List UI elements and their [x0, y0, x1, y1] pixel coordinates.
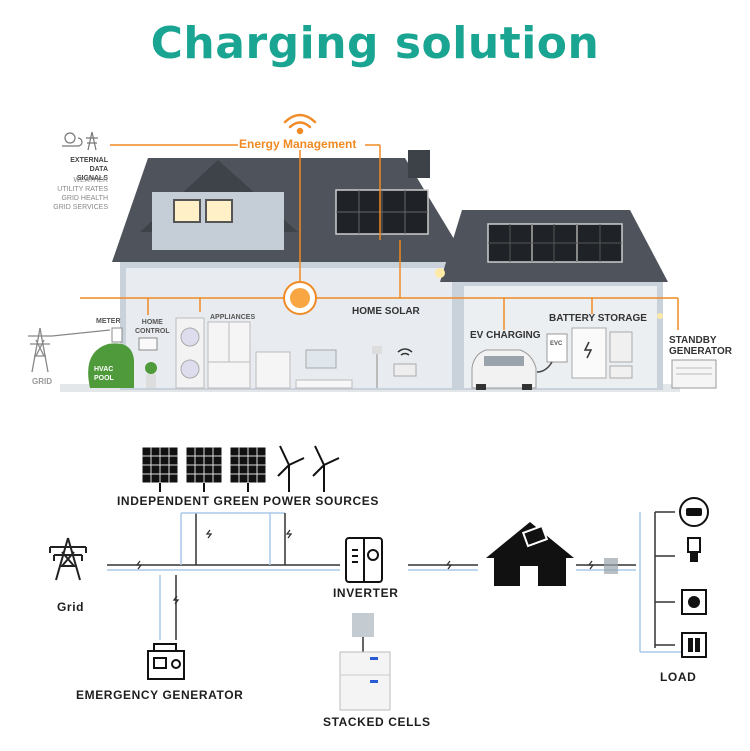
wing-light: [657, 313, 663, 319]
connector-icon: [352, 613, 374, 652]
energy-management-lines: [80, 144, 679, 330]
porch-light: [435, 268, 445, 278]
car-gauge-icon: [679, 497, 709, 527]
weather-cloud-icon: [62, 132, 83, 147]
inverter-label: INVERTER: [333, 586, 399, 600]
inverter-icon: [345, 537, 383, 583]
grid-tower-icon: [28, 327, 111, 373]
connection-lines: [107, 511, 705, 653]
smart-meter-icon: [604, 558, 618, 574]
battery-storage-label: BATTERY STORAGE: [549, 313, 647, 324]
home-icon: [486, 522, 574, 586]
dormer-window-right: [205, 199, 233, 223]
grid-label: Grid: [57, 600, 85, 614]
standby-generator: [671, 359, 717, 389]
wind-turbine-icon: [312, 445, 340, 492]
oven: [255, 351, 291, 389]
load-label: LOAD: [660, 670, 697, 684]
home-wifi-icon: [397, 348, 413, 356]
energy-hub-core: [290, 288, 310, 308]
refrigerator: [207, 321, 251, 389]
router: [393, 363, 417, 377]
page-title: Charging solution: [150, 18, 600, 69]
solar-panel-icon: [185, 446, 223, 492]
tv: [305, 349, 337, 369]
meter-box: [111, 327, 123, 343]
tv-stand: [295, 379, 353, 389]
evc-label: EVC: [550, 341, 563, 347]
wind-turbine-icon: [277, 445, 305, 492]
ev-charging-label: EV CHARGING: [470, 330, 541, 341]
wifi-signal-icon: [283, 113, 317, 135]
light-bulb-icon: [687, 537, 701, 562]
power-socket-icon: [681, 589, 707, 615]
external-data-signals-heading: EXTERNAL DATA SIGNALS: [70, 157, 108, 182]
appliances-label: APPLIANCES: [210, 314, 256, 321]
hvac-pool-shape: [88, 343, 134, 388]
stacked-cells-label: STACKED CELLS: [323, 715, 431, 729]
ev-charging-cable: [536, 361, 553, 373]
generator-icon: [147, 643, 185, 680]
hvac-pool-label: HVAC POOL: [94, 366, 114, 382]
energy-management-label: Energy Management: [239, 137, 357, 151]
grid-label-top: GRID: [32, 377, 52, 386]
transmission-tower-small-icon: [86, 131, 98, 151]
stacked-battery-icon: [339, 651, 391, 711]
ev-car: [471, 349, 537, 390]
power-flow-bolts: [135, 529, 595, 605]
roof-solar-panels-wing: [487, 223, 623, 263]
solar-panel-icon: [141, 446, 179, 492]
chimney: [408, 150, 430, 178]
floor-lamp: [372, 346, 382, 388]
home-solar-label: HOME SOLAR: [352, 306, 420, 317]
battery-storage-unit: [571, 327, 633, 379]
light-switch-icon: [681, 632, 707, 658]
dormer-window-left: [173, 199, 201, 223]
washer-dryer: [175, 317, 205, 389]
system-diagram: [49, 445, 709, 711]
green-power-sources-label: INDEPENDENT GREEN POWER SOURCES: [117, 494, 379, 508]
external-data-signals-list: WEATHER UTILITY RATES GRID HEALTH GRID S…: [53, 177, 108, 211]
house-illustration: [28, 113, 717, 392]
standby-generator-label: STANDBY GENERATOR: [669, 335, 732, 357]
plant: [145, 362, 157, 388]
solar-panel-icon: [229, 446, 267, 492]
meter-label: METER: [96, 318, 121, 325]
emergency-generator-label: EMERGENCY GENERATOR: [76, 688, 244, 702]
home-control-panel: [138, 337, 158, 351]
home-control-label: HOME CONTROL: [135, 319, 170, 335]
grid-tower-icon: [49, 537, 87, 581]
roof-solar-panels-main: [335, 189, 429, 235]
ev-charger: [546, 333, 568, 363]
